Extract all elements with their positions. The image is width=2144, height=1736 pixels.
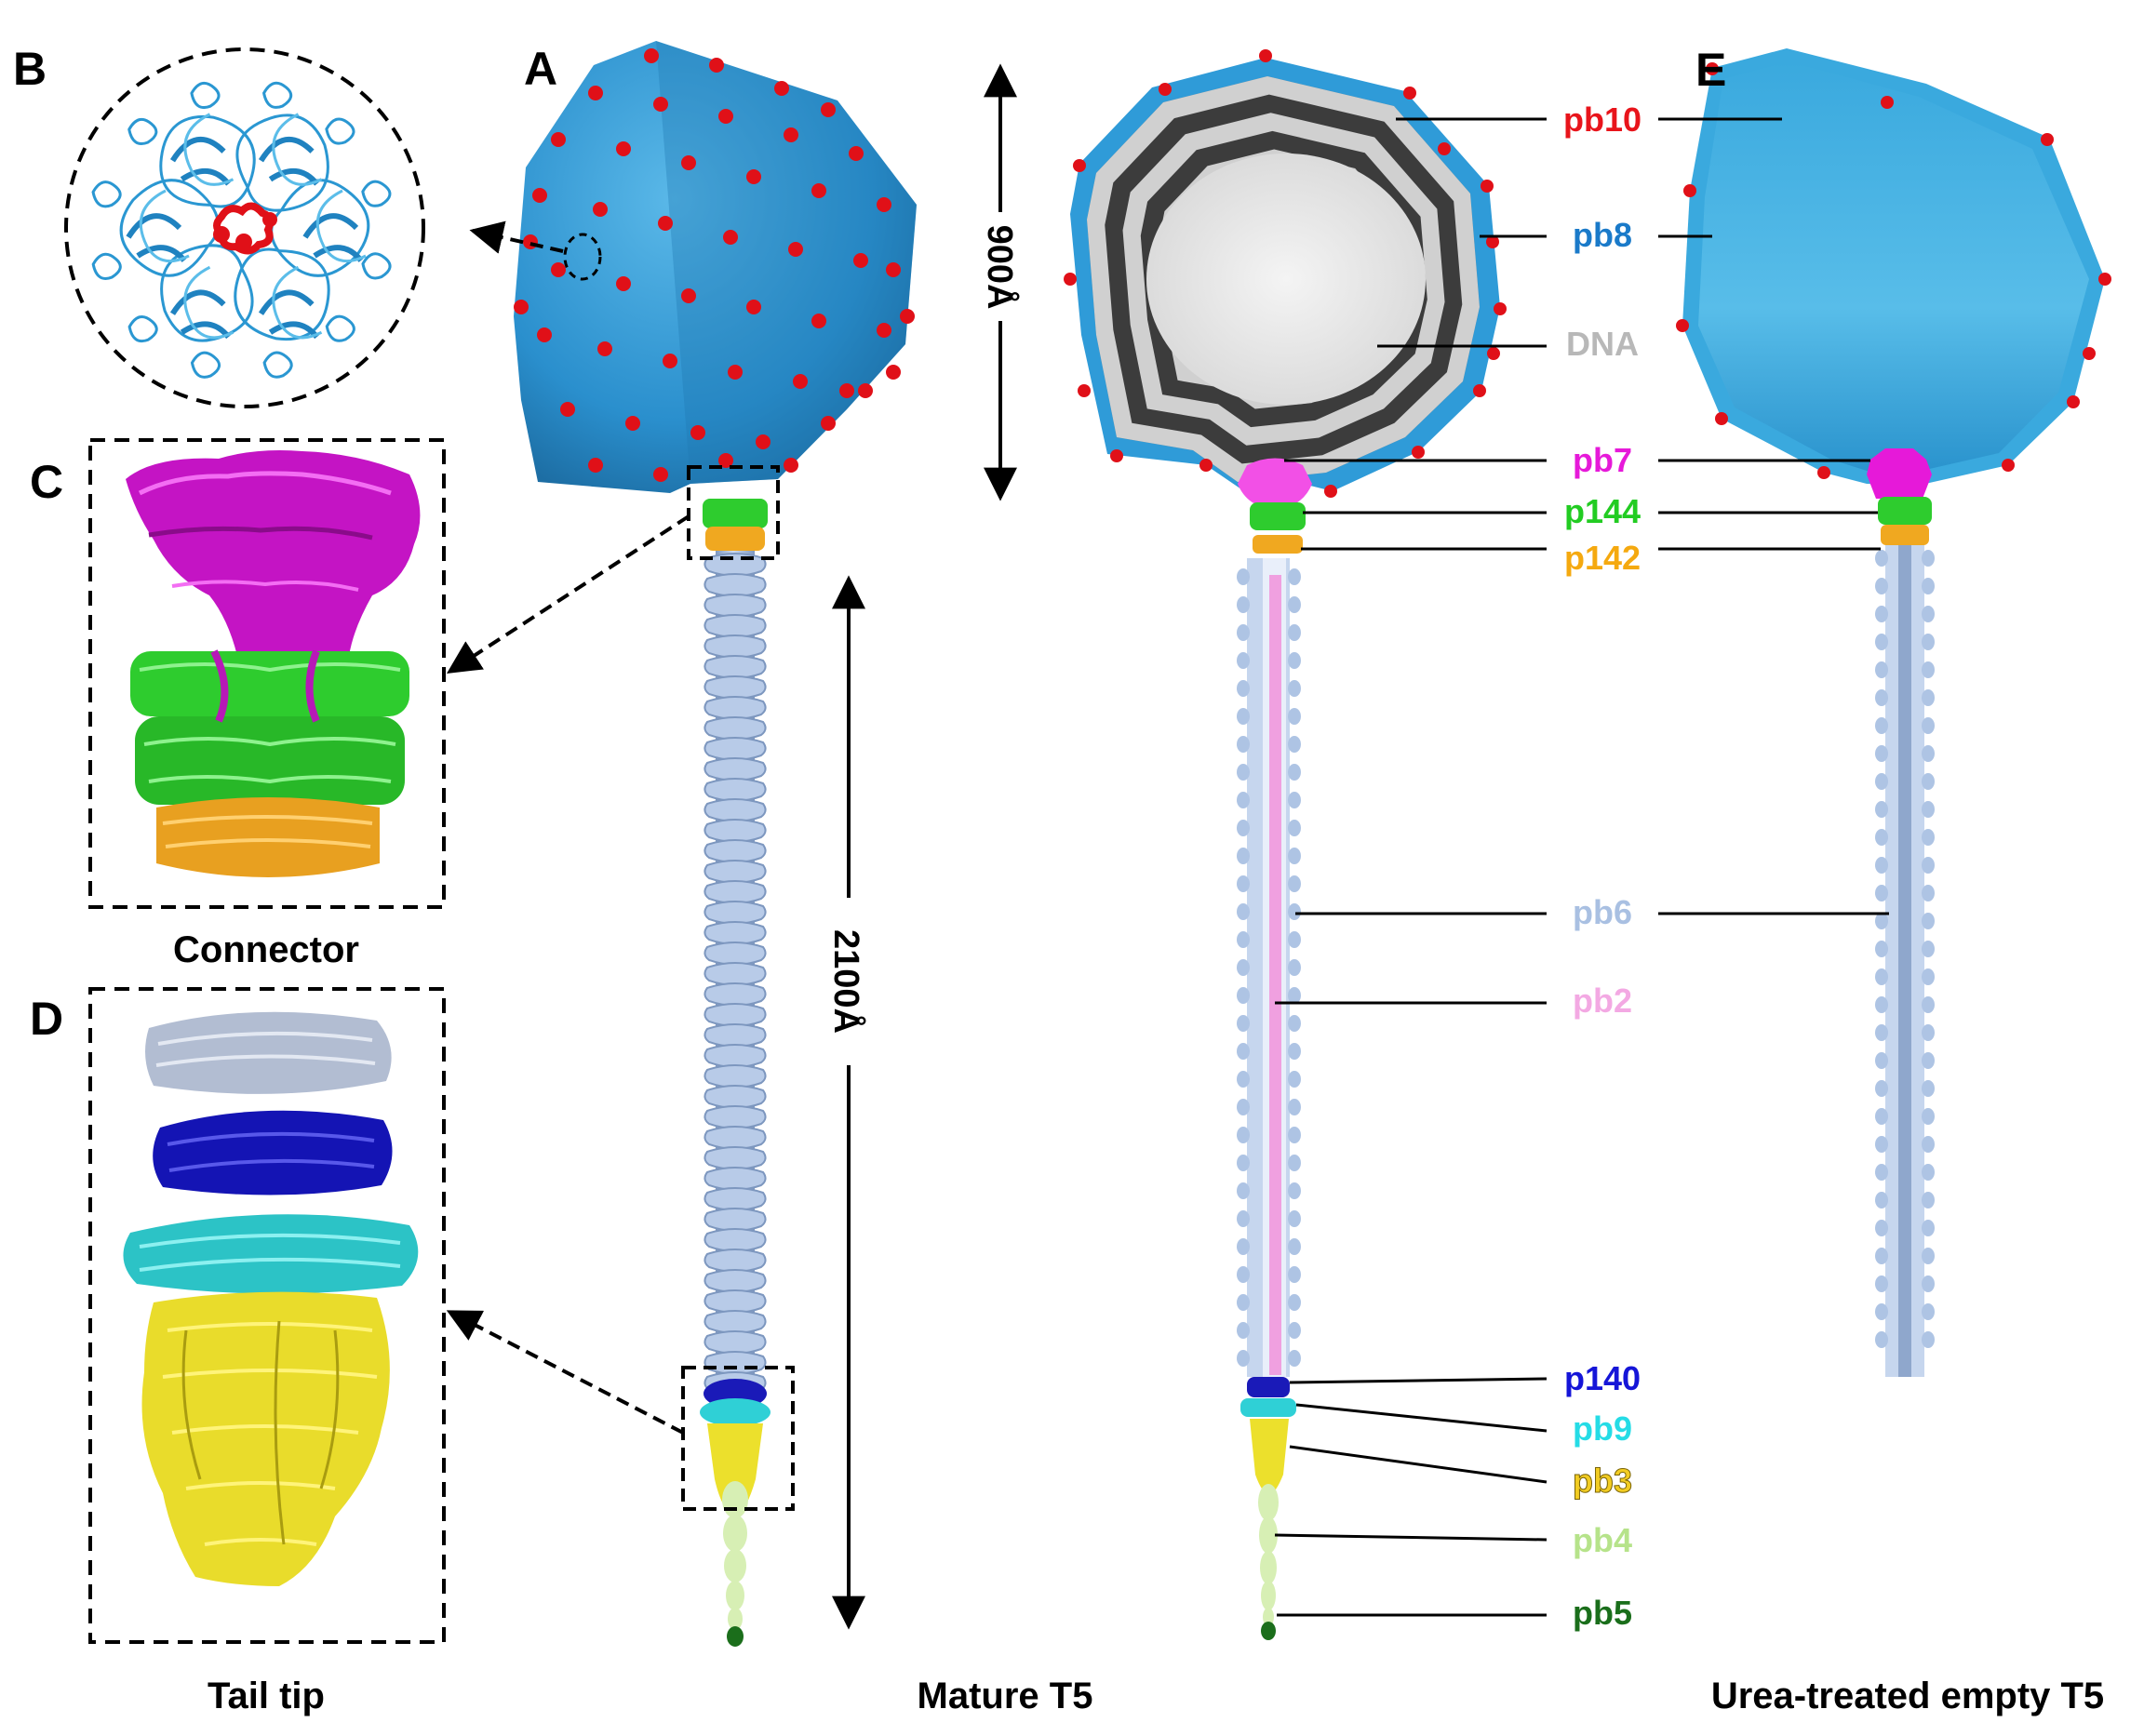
pb8-hexamer-ribbon bbox=[91, 81, 392, 379]
panel-label-d: D bbox=[30, 993, 63, 1045]
mature-tail-tube bbox=[704, 551, 767, 1395]
label-pb9: pb9 bbox=[1573, 1409, 1632, 1448]
cutaway-pb3 bbox=[1250, 1419, 1289, 1495]
label-pb7: pb7 bbox=[1573, 441, 1632, 479]
tail-dimension-label: 2100Å bbox=[826, 929, 867, 1034]
empty-p144 bbox=[1878, 497, 1932, 525]
panel-b-dashed-circle bbox=[64, 47, 425, 408]
label-pb2: pb2 bbox=[1573, 982, 1632, 1020]
cutaway-p142 bbox=[1253, 535, 1303, 554]
pb5-tip bbox=[727, 1626, 744, 1647]
capsid-surface bbox=[514, 41, 917, 493]
tail-tip-zoom-box bbox=[681, 1366, 795, 1511]
panel-a-cutaway bbox=[1064, 49, 1507, 1640]
tail-tip-model bbox=[123, 1011, 419, 1586]
label-pb8: pb8 bbox=[1573, 216, 1632, 254]
capsid-facet-shadow bbox=[656, 41, 917, 484]
cutaway-p140 bbox=[1247, 1377, 1290, 1397]
connector-zoom-box bbox=[687, 465, 780, 560]
pb9-ring bbox=[700, 1398, 770, 1426]
cutaway-p144 bbox=[1250, 502, 1306, 530]
cutaway-pb7-portal bbox=[1238, 458, 1312, 510]
p142-ring bbox=[705, 527, 765, 551]
empty-pb10-dots bbox=[1676, 62, 2111, 479]
arrow-to-panel-b bbox=[469, 220, 564, 254]
label-pb4: pb4 bbox=[1573, 1521, 1632, 1559]
caption-connector: Connector bbox=[173, 929, 359, 970]
protein-labels: pb10 pb8 DNA pb7 p144 p142 pb6 pb2 p140 … bbox=[1563, 100, 1642, 1632]
cutaway-pb5 bbox=[1261, 1622, 1276, 1640]
caption-urea-treated: Urea-treated empty T5 bbox=[1711, 1676, 2104, 1716]
panel-e: E bbox=[1676, 44, 2111, 1377]
panel-label-a: A bbox=[524, 43, 557, 95]
label-dna: DNA bbox=[1566, 325, 1639, 363]
label-pb3: pb3 bbox=[1573, 1462, 1632, 1500]
cutaway-tail-tube bbox=[1237, 558, 1301, 1377]
panel-label-b: B bbox=[13, 43, 47, 95]
empty-capsid-interior bbox=[1698, 61, 2089, 473]
label-p142: p142 bbox=[1564, 539, 1641, 577]
capsid-dimension-label: 900Å bbox=[980, 225, 1021, 310]
arrow-to-panel-d bbox=[446, 1310, 684, 1435]
cutaway-pb9 bbox=[1240, 1398, 1296, 1417]
label-p144: p144 bbox=[1564, 492, 1641, 530]
arrow-to-panel-c bbox=[446, 514, 690, 674]
label-pb6: pb6 bbox=[1573, 893, 1632, 931]
pb8-zoom-circle bbox=[563, 233, 602, 281]
cutaway-pb10-dots bbox=[1064, 49, 1507, 498]
panel-c-dashed-box bbox=[88, 438, 446, 909]
caption-tail-tip: Tail tip bbox=[208, 1676, 325, 1716]
dna-layers bbox=[1087, 76, 1480, 482]
caption-mature-t5: Mature T5 bbox=[918, 1676, 1093, 1716]
p144-ring bbox=[703, 499, 768, 528]
panel-a-surface: 900Å 2100Å A bbox=[446, 41, 1021, 1647]
label-pb10: pb10 bbox=[1563, 100, 1642, 139]
leader-lines bbox=[1274, 117, 1889, 1617]
cutaway-pb4 bbox=[1258, 1484, 1279, 1626]
label-p140: p140 bbox=[1564, 1359, 1641, 1397]
pb10-decoration-dots bbox=[514, 48, 915, 482]
panel-d-dashed-box bbox=[88, 987, 446, 1644]
pb2-tape-measure bbox=[1269, 575, 1281, 1375]
pb3-cone bbox=[707, 1423, 763, 1516]
empty-p142 bbox=[1881, 525, 1929, 545]
connector-model bbox=[126, 450, 421, 877]
label-pb5: pb5 bbox=[1573, 1594, 1632, 1632]
panel-label-c: C bbox=[30, 456, 63, 508]
panel-label-e: E bbox=[1695, 44, 1726, 96]
panel-c: C Connector bbox=[30, 438, 446, 970]
pb4-fibre bbox=[722, 1481, 748, 1630]
pb10-center bbox=[213, 202, 277, 255]
empty-pb7-portal bbox=[1867, 448, 1932, 499]
panel-b: B bbox=[13, 43, 425, 408]
empty-tail-tube bbox=[1875, 544, 1935, 1377]
panel-d: D Tail tip bbox=[30, 987, 446, 1716]
